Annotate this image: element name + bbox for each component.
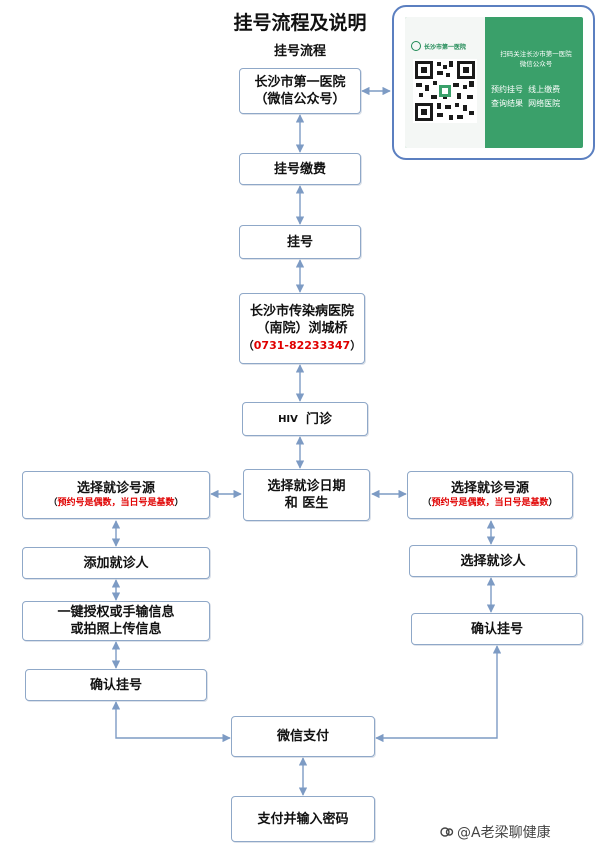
watermark: @A老梁聊健康 (440, 822, 551, 842)
node-infectious-hospital: 长沙市传染病医院 （南院）浏城桥 （0731-82233347） (239, 293, 365, 364)
node-left-confirm-register-label: 确认挂号 (89, 677, 142, 693)
node-right-select-source-label: 选择就诊号源 (450, 481, 529, 496)
watermark-text: @A老梁聊健康 (457, 825, 551, 841)
node-select-date-doctor: 选择就诊日期 和 医生 (243, 469, 370, 521)
node-right-select-source-note: （预约号是偶数，当日号是基数） (422, 498, 558, 508)
node-left-authorize-info: 一键授权或手输信息 或拍照上传信息 (22, 601, 210, 641)
node-hospital-wechat: 长沙市第一医院 （微信公众号） (239, 68, 361, 114)
node-left-select-source-label: 选择就诊号源 (76, 481, 155, 496)
qr-services: 预约挂号 线上缴费 查询结果 网络医院 (491, 83, 560, 111)
node-wechat-pay: 微信支付 (231, 716, 375, 757)
node-infectious-hospital-line2: （南院）浏城桥 (256, 321, 348, 336)
qr-services-line2: 查询结果 网络医院 (491, 99, 561, 108)
node-left-confirm-register: 确认挂号 (25, 669, 207, 701)
node-hospital-wechat-line1: 长沙市第一医院 (254, 75, 346, 90)
node-hiv-clinic-prefix: HIV (278, 413, 298, 425)
node-right-select-patient-label: 选择就诊人 (460, 553, 526, 569)
node-infectious-hospital-phone-row: （0731-82233347） (242, 339, 362, 352)
node-register-pay: 挂号缴费 (239, 153, 361, 185)
node-left-select-source: 选择就诊号源 （预约号是偶数，当日号是基数） (22, 471, 210, 519)
qr-card-right: 扫码关注长沙市第一医院 微信公众号 预约挂号 线上缴费 查询结果 网络医院 (485, 17, 583, 148)
node-left-select-source-note-text: 预约号是偶数，当日号是基数 (57, 498, 175, 508)
phone-number: 0731-82233347 (253, 339, 351, 352)
node-select-date-doctor-line1: 选择就诊日期 (267, 479, 346, 494)
node-left-add-patient: 添加就诊人 (22, 547, 210, 579)
hospital-logo: 长沙市第一医院 (411, 41, 481, 51)
node-select-date-doctor-line2: 和 医生 (284, 496, 329, 511)
node-register: 挂号 (239, 225, 361, 259)
node-pay-password-label: 支付并输入密码 (257, 811, 349, 827)
node-right-confirm-register-label: 确认挂号 (470, 621, 523, 637)
qr-code-icon (413, 59, 477, 123)
node-hiv-clinic: HIV 门诊 (242, 402, 368, 436)
qr-caption-line1: 扫码关注长沙市第一医院 (500, 50, 572, 58)
connector-left4-pay (111, 701, 231, 743)
hospital-logo-icon (411, 41, 421, 51)
node-register-label: 挂号 (286, 234, 313, 250)
qr-caption-line2: 微信公众号 (519, 60, 553, 68)
qr-card-left: 长沙市第一医院 (405, 17, 485, 148)
connector-right3-pay (375, 645, 502, 743)
qr-services-line1: 预约挂号 线上缴费 (491, 85, 561, 94)
node-register-pay-label: 挂号缴费 (273, 161, 326, 177)
node-right-select-patient: 选择就诊人 (409, 545, 577, 577)
node-infectious-hospital-line1: 长沙市传染病医院 (249, 304, 354, 319)
page-title: 挂号流程及说明 (233, 12, 367, 34)
watermark-logo-icon (440, 827, 454, 837)
qr-card: 长沙市第一医院 (405, 17, 583, 148)
node-left-authorize-info-line1: 一键授权或手输信息 (57, 605, 175, 620)
node-right-confirm-register: 确认挂号 (411, 613, 583, 645)
qr-panel: 长沙市第一医院 (392, 5, 595, 160)
hospital-logo-text: 长沙市第一医院 (424, 43, 467, 51)
node-left-select-source-note: （预约号是偶数，当日号是基数） (48, 498, 184, 508)
node-right-select-source-note-text: 预约号是偶数，当日号是基数 (431, 498, 549, 508)
page-subtitle: 挂号流程 (273, 44, 326, 59)
node-pay-password: 支付并输入密码 (231, 796, 375, 842)
node-right-select-source: 选择就诊号源 （预约号是偶数，当日号是基数） (407, 471, 573, 519)
node-left-authorize-info-line2: 或拍照上传信息 (70, 622, 162, 637)
node-hospital-wechat-line2: （微信公众号） (254, 92, 346, 107)
node-hiv-clinic-label: 门诊 (305, 411, 332, 427)
node-wechat-pay-label: 微信支付 (276, 729, 329, 744)
qr-caption: 扫码关注长沙市第一医院 微信公众号 (491, 49, 581, 69)
node-left-add-patient-label: 添加就诊人 (83, 555, 149, 571)
